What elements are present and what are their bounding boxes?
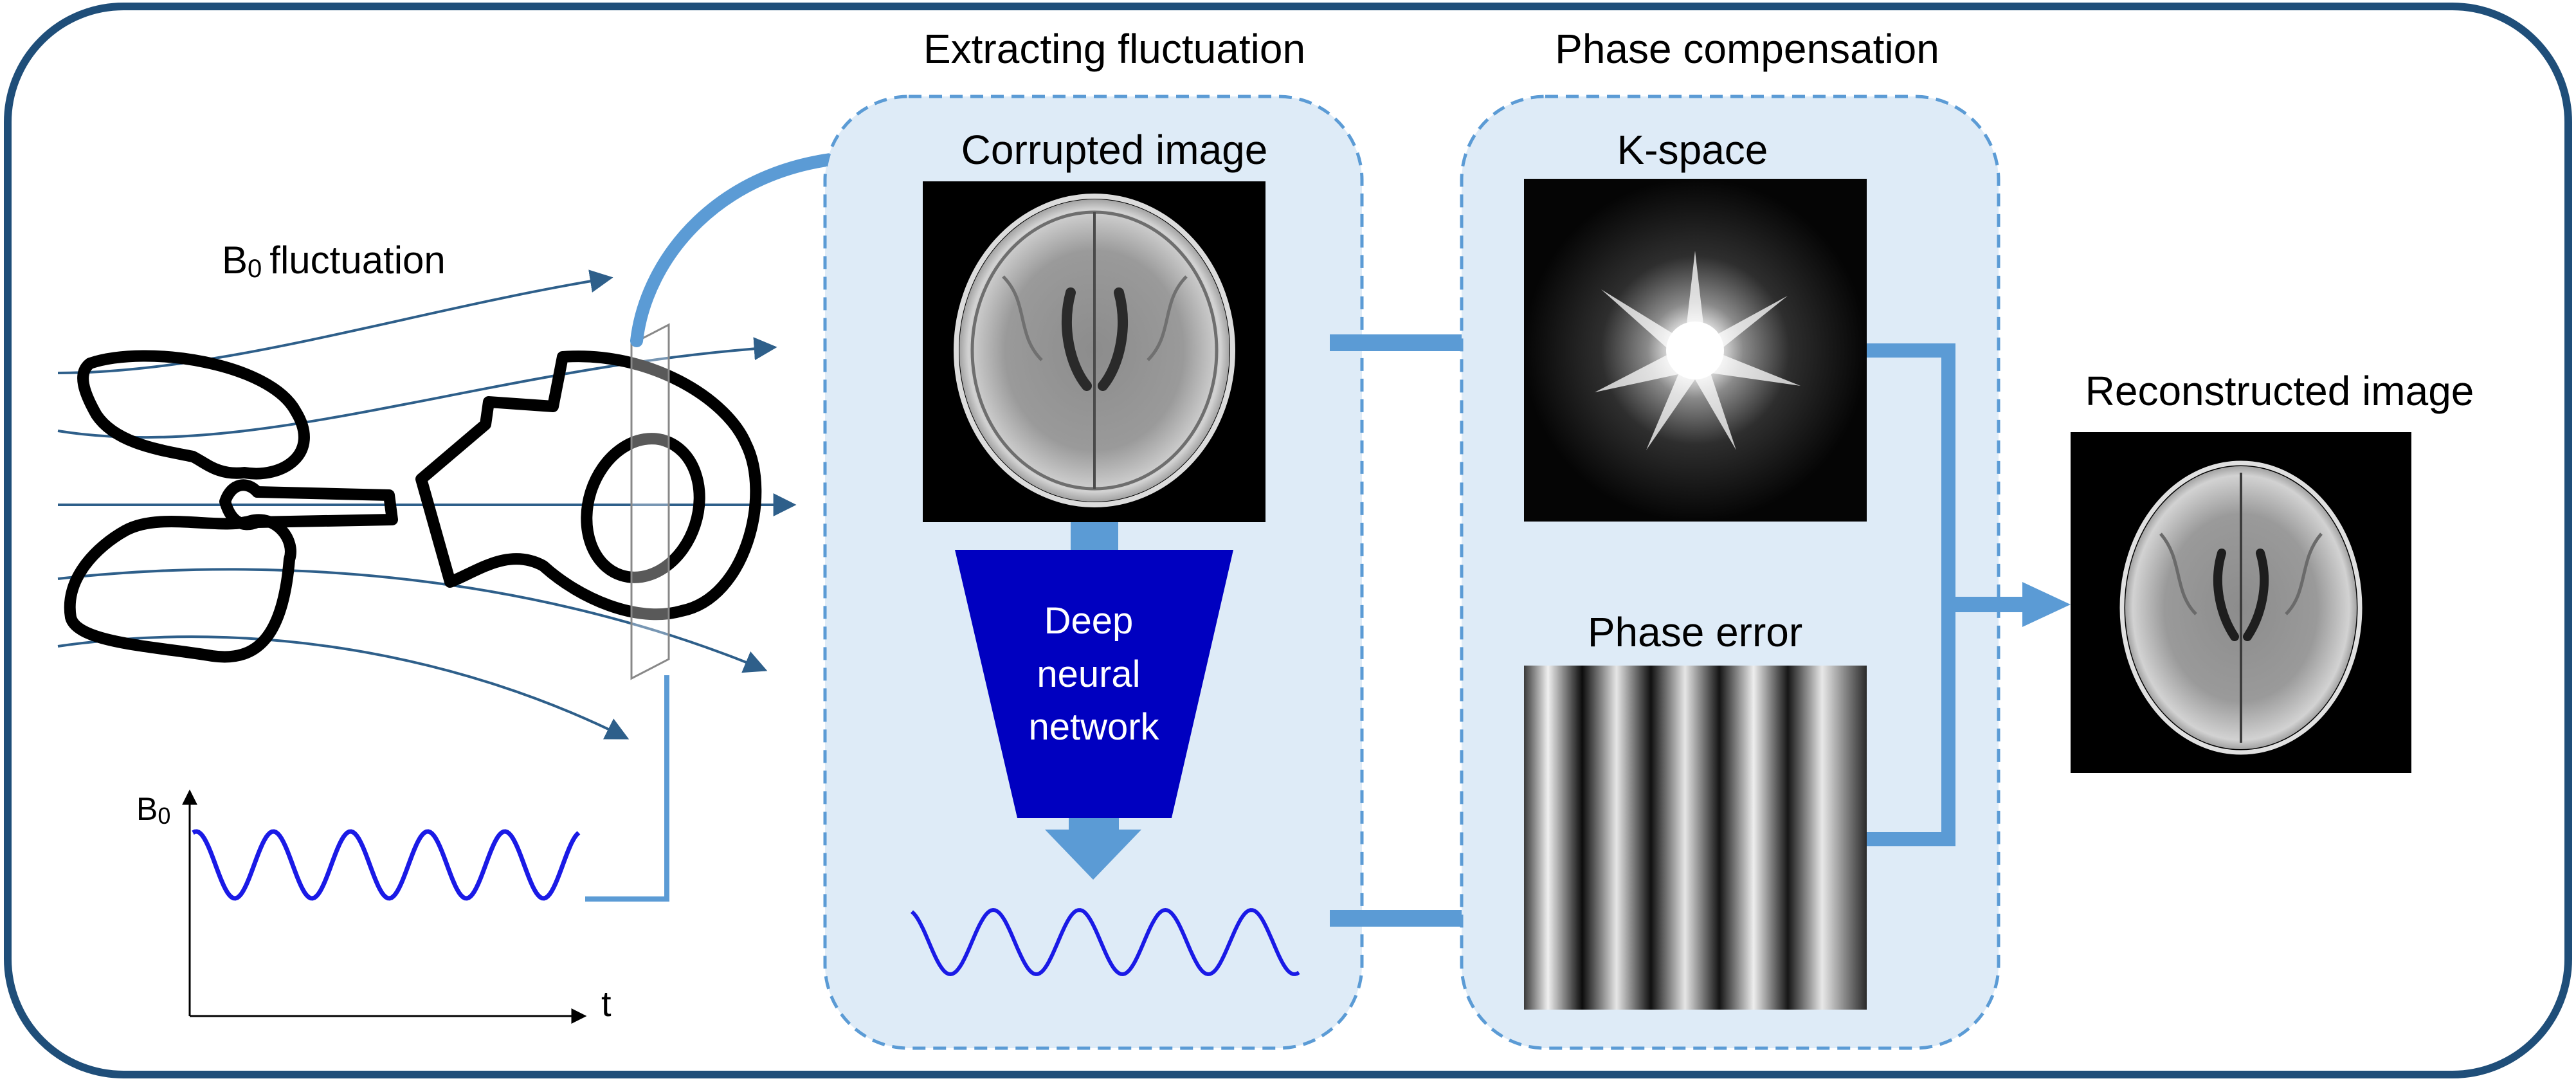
field-line [57,635,630,740]
field-line [57,337,777,439]
b0-time-plot: B0 t [136,789,612,1024]
k-space-icon [1524,179,1867,522]
phase-stripes-icon [1524,666,1867,1010]
extracting-title: Extracting fluctuation [923,26,1305,72]
image-to-network-shaft [1071,522,1118,554]
slice-to-plot-connector [585,675,669,902]
k-space-label: K-space [1617,127,1768,173]
field-line [57,568,768,673]
network-to-wave-arrowhead [1045,830,1141,880]
corrupted-image-label: Corrupted image [961,127,1268,173]
merge-to-output-arrowhead [2022,582,2071,627]
plot-x-label: t [601,983,612,1024]
phase-error-label: Phase error [1588,609,1802,655]
kspace-merge-line [1867,343,1955,846]
upper-lobe [77,350,310,480]
field-line [57,269,613,374]
network-label: Deep neural network [1028,600,1159,748]
brain-mri-icon [923,181,1265,522]
b0-wave [192,829,581,901]
neck [219,479,398,531]
phase-compensation-title: Phase compensation [1555,26,1939,72]
slice-to-image-arrow [630,151,855,347]
reconstructed-image-label: Reconstructed image [2085,368,2474,414]
extracted-fluctuation-wave [910,907,1300,977]
reconstructed-brain-icon [2071,432,2411,773]
head-slice-outline [581,433,705,583]
plot-y-label: B0 [136,791,170,829]
slice-plane [630,323,670,680]
deep-neural-network-block [955,550,1233,818]
network-to-wave-shaft [1069,818,1119,831]
